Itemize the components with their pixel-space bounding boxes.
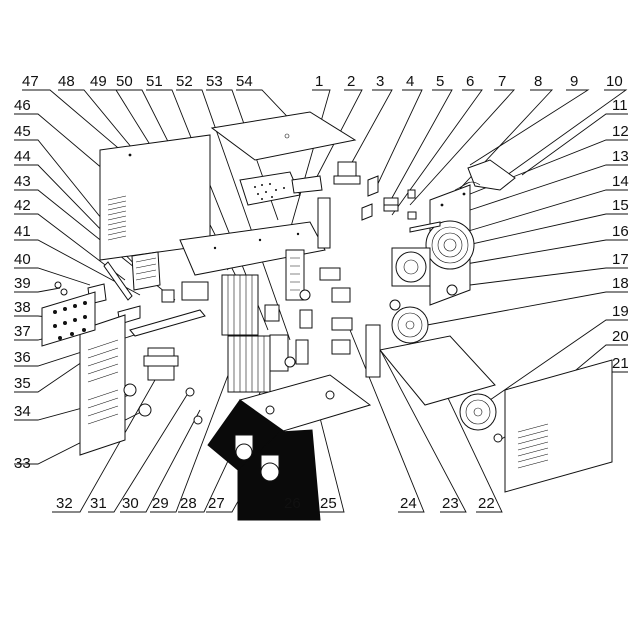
callout-14: 14 [612,173,629,190]
front-panel [79,314,126,456]
callout-13: 13 [612,148,629,165]
callout-36: 36 [14,349,31,366]
callout-9: 9 [570,73,578,90]
callout-31: 31 [90,495,107,512]
callout-21: 21 [612,355,629,372]
callouts-left: 46 45 44 43 42 41 40 39 38 37 36 35 34 3… [14,97,31,472]
callout-18: 18 [612,275,629,292]
callout-3: 3 [376,73,384,90]
callout-25: 25 [320,495,337,512]
callout-28: 28 [180,495,197,512]
callout-30: 30 [122,495,139,512]
callout-27: 27 [208,495,225,512]
bottom-tray [379,335,496,406]
callout-53: 53 [206,73,223,90]
wheel-lower [459,393,497,431]
heatsink-lower [227,335,271,393]
callout-40: 40 [14,251,31,268]
top-pcb [239,171,301,206]
callout-48: 48 [58,73,75,90]
callout-20: 20 [612,328,629,345]
callout-43: 43 [14,173,31,190]
right-side-panel [504,359,613,493]
callout-44: 44 [14,148,31,165]
callout-1: 1 [315,73,323,90]
wheel-upper [391,306,429,344]
control-panel-overlay [41,291,96,347]
callout-47: 47 [22,73,39,90]
callout-35: 35 [14,375,31,392]
callout-2: 2 [347,73,355,90]
callouts-right: 11 12 13 14 15 16 17 18 19 20 21 [612,97,629,372]
callout-15: 15 [612,197,629,214]
callout-54: 54 [236,73,253,90]
callout-10: 10 [606,73,623,90]
callout-32: 32 [56,495,73,512]
callout-49: 49 [90,73,107,90]
callout-34: 34 [14,403,31,420]
callout-45: 45 [14,123,31,140]
callout-37: 37 [14,323,31,340]
callout-23: 23 [442,495,459,512]
callout-52: 52 [176,73,193,90]
callout-22: 22 [478,495,495,512]
callout-12: 12 [612,123,629,140]
top-handle [467,159,516,191]
callout-26: 26 [284,495,301,512]
middle-plate [179,221,326,276]
callout-5: 5 [436,73,444,90]
callout-17: 17 [612,251,629,268]
castor-wheel-front [234,434,254,461]
leader-lines [14,89,628,513]
choke-coil [131,251,161,291]
parts-artwork [41,111,613,521]
callout-51: 51 [146,73,163,90]
callout-39: 39 [14,275,31,292]
callout-42: 42 [14,197,31,214]
callout-38: 38 [14,299,31,316]
callout-7: 7 [498,73,506,90]
callout-41: 41 [14,223,31,240]
callout-50: 50 [116,73,133,90]
callout-8: 8 [534,73,542,90]
callout-6: 6 [466,73,474,90]
castor-wheel-rear [260,454,280,482]
callout-46: 46 [14,97,31,114]
callouts-bottom: 32 31 30 29 28 27 26 25 24 23 22 [56,495,495,512]
callout-24: 24 [400,495,417,512]
callout-4: 4 [406,73,414,90]
callout-19: 19 [612,303,629,320]
callouts-top: 47 48 49 50 51 52 53 54 1 2 3 4 5 6 7 8 … [22,73,623,90]
callout-11: 11 [612,97,628,114]
callout-16: 16 [612,223,629,240]
top-cover [210,111,357,161]
callout-33: 33 [14,455,31,472]
callout-29: 29 [152,495,169,512]
